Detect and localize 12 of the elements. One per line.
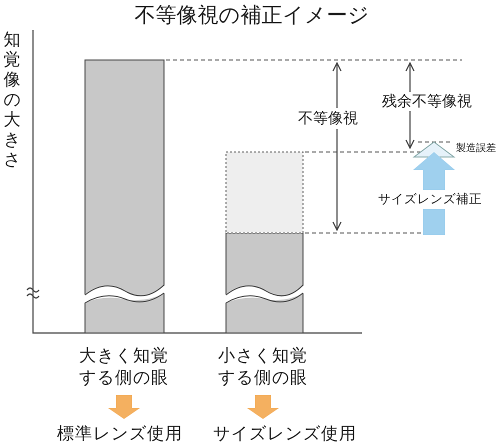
note-text: 製造誤差 <box>456 142 496 155</box>
arrow-label: サイズレンズ補正 <box>378 190 482 209</box>
dimension-label: 不等像視 <box>296 108 360 129</box>
lens-label: サイズレンズ使用 <box>200 423 370 445</box>
down-arrow <box>247 395 279 419</box>
eye-label: 大きく知覚する側の眼 <box>75 345 173 389</box>
title: 不等像視の補正イメージ <box>134 2 370 29</box>
axis-label: 知覚像の大きさ <box>3 30 21 170</box>
lens-label: 標準レンズ使用 <box>45 423 195 445</box>
dimension-label: 残余不等像視 <box>382 92 472 111</box>
eye-label: 小さく知覚する側の眼 <box>214 345 312 389</box>
down-arrow <box>108 395 140 419</box>
